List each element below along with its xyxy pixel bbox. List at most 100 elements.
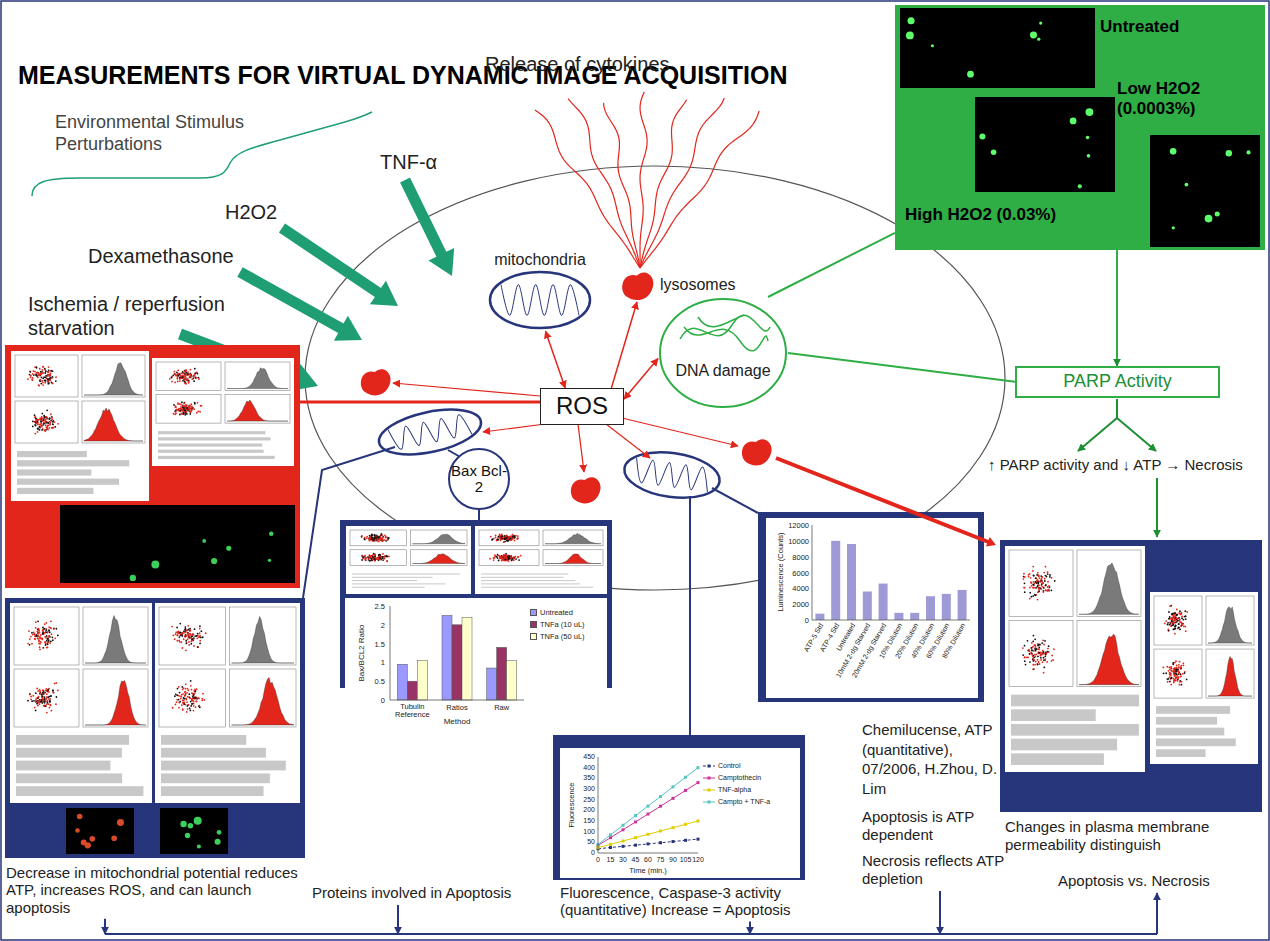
- data-point: [499, 538, 501, 540]
- data-point: [189, 637, 191, 639]
- data-point: [52, 420, 54, 422]
- data-point: [46, 409, 48, 411]
- data-point: [1182, 662, 1184, 664]
- data-point: [388, 537, 390, 539]
- data-marker: [609, 836, 612, 839]
- data-point: [1043, 659, 1045, 661]
- data-point: [32, 370, 34, 372]
- data-point: [1044, 640, 1046, 642]
- plot-frame: [159, 669, 226, 727]
- data-point: [1168, 670, 1170, 672]
- data-point: [195, 377, 197, 379]
- data-point: [1173, 628, 1175, 630]
- data-point: [1172, 663, 1174, 665]
- data-point: [33, 631, 35, 633]
- data-point: [38, 643, 40, 645]
- data-point: [1172, 671, 1174, 673]
- data-point: [50, 710, 52, 712]
- data-point: [1175, 625, 1177, 627]
- data-point: [44, 419, 46, 421]
- data-point: [39, 649, 41, 651]
- data-point: [51, 633, 53, 635]
- data-point: [369, 560, 371, 562]
- chart-bar: [815, 614, 824, 620]
- data-point: [49, 701, 51, 703]
- data-point: [497, 554, 499, 556]
- data-point: [200, 630, 202, 632]
- data-point: [189, 697, 191, 699]
- data-point: [193, 710, 195, 712]
- data-point: [44, 430, 46, 432]
- data-point: [1033, 650, 1035, 652]
- data-point: [43, 423, 45, 425]
- data-point: [199, 625, 201, 627]
- data-point: [183, 402, 185, 404]
- data-point: [506, 534, 508, 536]
- data-point: [177, 381, 179, 383]
- data-point: [52, 639, 54, 641]
- data-point: [1173, 674, 1175, 676]
- data-point: [518, 559, 520, 561]
- cristae: [388, 413, 472, 451]
- data-point: [182, 376, 184, 378]
- data-point: [37, 628, 39, 630]
- data-point: [174, 373, 176, 375]
- data-point: [365, 559, 367, 561]
- data-point: [374, 538, 376, 540]
- data-point: [491, 539, 493, 541]
- data-point: [176, 701, 178, 703]
- data-point: [183, 699, 185, 701]
- data-point: [1165, 672, 1167, 674]
- data-point: [1170, 678, 1172, 680]
- data-point: [44, 700, 46, 702]
- data-point: [1174, 628, 1176, 630]
- data-point: [178, 702, 180, 704]
- data-point: [1023, 578, 1025, 580]
- chart-bar: [926, 596, 935, 620]
- data-point: [176, 631, 178, 633]
- data-point: [42, 428, 44, 430]
- data-point: [1035, 661, 1037, 663]
- data-point: [45, 690, 47, 692]
- data-point: [1035, 587, 1037, 589]
- table-row: [158, 431, 265, 434]
- data-point: [35, 425, 37, 427]
- data-point: [185, 697, 187, 699]
- data-point: [183, 697, 185, 699]
- data-point: [179, 377, 181, 379]
- data-point: [57, 690, 59, 692]
- data-point: [1166, 666, 1168, 668]
- data-point: [1035, 650, 1037, 652]
- data-point: [43, 693, 45, 695]
- data-point: [42, 384, 44, 386]
- parp-split: [1116, 399, 1118, 418]
- data-point: [38, 629, 40, 631]
- data-point: [57, 423, 59, 425]
- data-point: [182, 702, 184, 704]
- data-point: [497, 537, 499, 539]
- data-point: [1033, 584, 1035, 586]
- data-point: [1044, 578, 1046, 580]
- data-point: [45, 622, 47, 624]
- data-point: [39, 379, 41, 381]
- data-point: [176, 372, 178, 374]
- data-point: [1181, 665, 1183, 667]
- data-point: [43, 633, 45, 635]
- data-point: [503, 555, 505, 557]
- data-point: [187, 688, 189, 690]
- data-point: [1051, 660, 1053, 662]
- data-point: [42, 366, 44, 368]
- data-point: [507, 540, 509, 542]
- data-marker: [684, 823, 687, 826]
- data-point: [1184, 610, 1186, 612]
- data-point: [34, 633, 36, 635]
- data-point: [378, 541, 380, 543]
- data-point: [501, 536, 503, 538]
- data-point: [1028, 649, 1030, 651]
- data-point: [43, 693, 45, 695]
- data-point: [34, 433, 36, 435]
- stimulus-arrow: [237, 267, 362, 341]
- data-point: [185, 413, 187, 415]
- data-point: [42, 630, 44, 632]
- table-row: [1011, 739, 1117, 751]
